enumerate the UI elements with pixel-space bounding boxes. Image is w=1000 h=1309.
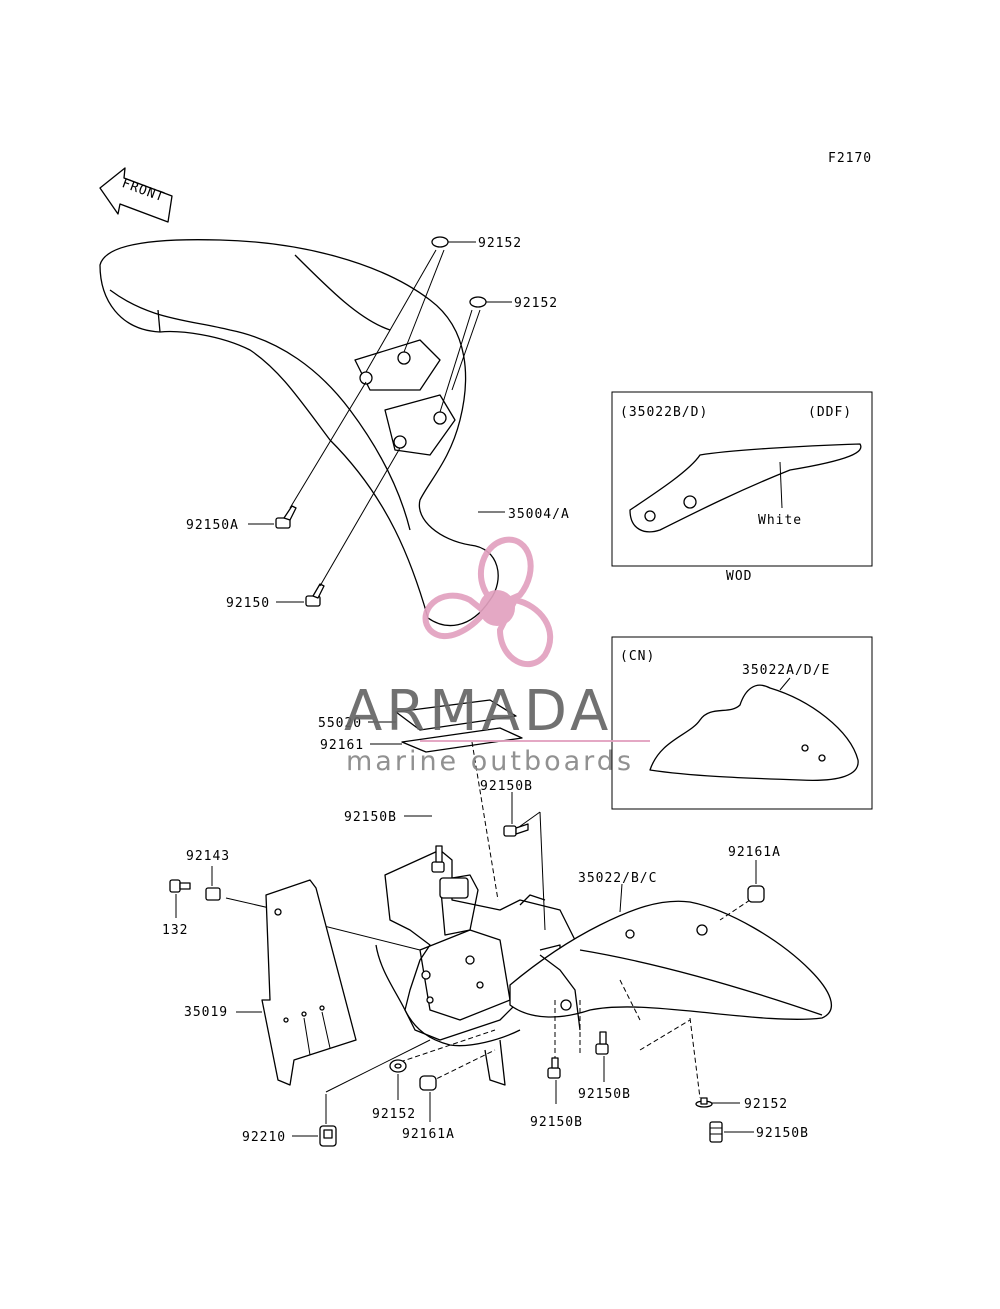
bolt-icon: [709, 1121, 723, 1143]
inset-part-label: 35022A/D/E: [742, 663, 830, 678]
part-label: 92150A: [186, 518, 239, 533]
inset-wod: (35022B/D) (DDF) White WOD: [611, 391, 873, 584]
part-label: 35022/B/C: [578, 871, 657, 886]
bolt-icon: [547, 1057, 561, 1079]
part-label: 92152: [478, 236, 522, 251]
watermark-tagline: marine outboards: [346, 746, 634, 777]
rear-fender-drawing: [509, 900, 832, 1031]
part-label: 92161A: [402, 1127, 455, 1142]
part-label: 92161A: [728, 845, 781, 860]
figure-code: F2170: [828, 151, 872, 166]
part-label: 92150B: [344, 810, 397, 825]
assembly-lines: [225, 741, 751, 1099]
part-label: 92143: [186, 849, 230, 864]
bolt-icon: [305, 583, 325, 607]
front-arrow-icon: FRONT: [99, 167, 173, 223]
part-label: 92210: [242, 1130, 286, 1145]
clip-nut-icon: [319, 1125, 337, 1147]
part-label: 35004/A: [508, 507, 570, 522]
inset-region-label: (CN): [620, 649, 655, 664]
part-label: 55020: [318, 716, 362, 731]
part-label: 92152: [372, 1107, 416, 1122]
bolt-icon: [275, 505, 297, 529]
part-label: 92150: [226, 596, 270, 611]
part-label: 132: [162, 923, 188, 938]
bolt-icon: [503, 823, 529, 837]
color-note: White: [758, 513, 802, 528]
bolt-icon: [169, 879, 191, 893]
bolt-icon: [431, 845, 445, 873]
part-label: 35019: [184, 1005, 228, 1020]
inset-part-label: (35022B/D): [620, 405, 708, 420]
bolt-icon: [595, 1031, 609, 1055]
grommet-icon: [419, 1075, 437, 1091]
part-label: 92152: [514, 296, 558, 311]
propeller-logo-icon: [422, 536, 554, 668]
part-label: 92150B: [480, 779, 533, 794]
part-label: 92161: [320, 738, 364, 753]
washer-icon: [389, 1059, 407, 1073]
grommet-icon: [747, 885, 765, 903]
washer-icon: [695, 1097, 713, 1108]
part-label: 92152: [744, 1097, 788, 1112]
part-label: 92150B: [578, 1087, 631, 1102]
inset-cn: (CN) 35022A/D/E: [611, 636, 873, 810]
watermark: ARMADA marine outboards: [344, 536, 650, 777]
mud-flap-drawing: [261, 879, 357, 1086]
collar-icon: [205, 887, 221, 901]
watermark-brand: ARMADA: [344, 679, 612, 744]
inset-region-label: (DDF): [808, 405, 852, 420]
part-label: 92150B: [530, 1115, 583, 1130]
inset-caption: WOD: [726, 569, 752, 584]
front-fender-drawing: [99, 239, 499, 627]
part-label: 92150B: [756, 1126, 809, 1141]
